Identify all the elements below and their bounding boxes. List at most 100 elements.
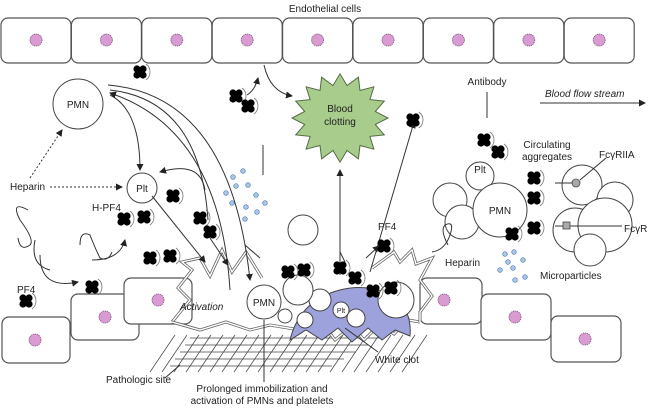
microparticle-icon (230, 174, 236, 180)
pf4-cluster-icon (477, 131, 495, 149)
heparin-left-label: Heparin (10, 182, 45, 193)
pf4-cluster-icon (527, 189, 545, 207)
blood-clotting-label-2: clotting (324, 117, 356, 128)
hatch-line (209, 334, 236, 373)
antibody-site-line (244, 244, 261, 259)
plt-aggregate-label: Plt (474, 165, 486, 176)
pmn-site-label: PMN (253, 298, 275, 309)
pathologic-site-pointer (164, 364, 181, 379)
nucleus-icon (522, 33, 536, 47)
hatch-line (245, 334, 272, 373)
circulating-aggregate (432, 161, 634, 267)
nucleus-icon (28, 333, 42, 347)
microparticle-icon (242, 216, 248, 222)
microparticle-icon (254, 209, 260, 215)
bottom-endothelial-cells (1, 277, 622, 364)
platelet-circle (277, 308, 293, 324)
nucleus-icon (451, 33, 465, 47)
circulating-label-2: aggregates (522, 152, 572, 163)
nucleus-icon (151, 293, 165, 307)
pf4-cluster-icon (117, 210, 135, 228)
hatch-line (221, 334, 248, 373)
hatch-line (293, 334, 320, 373)
pf4-cluster-icon (527, 219, 545, 237)
pmn-circle (52, 78, 104, 130)
microparticle-icon (233, 183, 239, 189)
aggregate-plt-arrow (159, 166, 206, 191)
hatch-line (353, 334, 380, 373)
heparin-squiggle-icon (79, 233, 113, 260)
pf4-cluster-icon (505, 225, 523, 243)
nucleus-icon (592, 33, 606, 47)
microparticle-icon (243, 204, 249, 210)
pmn-aggregate-line (109, 89, 209, 221)
hatch-line (161, 334, 188, 373)
pf4-cluster-icon (163, 247, 181, 265)
pf4-cluster-icon (406, 111, 424, 129)
platelet-circle (296, 311, 314, 329)
hatch-line (365, 334, 392, 373)
pf4-cluster-icon (527, 169, 545, 187)
pmn-aggregate-label: PMN (489, 206, 511, 217)
microparticles (223, 168, 528, 283)
to-clotting-arrow (263, 64, 293, 99)
endothelial-cells-label: Endothelial cells (289, 4, 361, 15)
pf4-cluster-icon (166, 187, 184, 205)
nucleus-icon (170, 33, 184, 47)
microparticles-label: Microparticles (540, 271, 602, 282)
pf4-up-arrow (246, 77, 260, 96)
antibody-site-line (339, 251, 346, 263)
microparticle-icon (510, 265, 516, 271)
fcgriia-label: FcγRIIA (599, 150, 635, 161)
platelet-circle (282, 274, 314, 306)
plt-clot-circle (332, 301, 350, 319)
pf4-cluster-icon (193, 209, 211, 227)
aggregate-activation-arrow (207, 234, 229, 266)
pf4-cluster-icon (297, 261, 315, 279)
white-clot-pointer (344, 327, 379, 353)
hatch-line (281, 334, 308, 373)
pf4-cluster-icon (143, 249, 161, 267)
top-endothelial-row (0, 17, 635, 64)
nucleus-icon (578, 332, 592, 346)
pf4-left-label: PF4 (17, 285, 36, 296)
nucleus-icon (29, 33, 43, 47)
pf4-mid-arrow (365, 245, 380, 259)
nucleus-icon (311, 33, 325, 47)
hatch-line (257, 334, 284, 373)
heparin-squiggles (15, 206, 453, 271)
pf4-cluster-icon (333, 259, 351, 277)
hatch-line (233, 334, 260, 373)
pf4-cell-arrow (39, 254, 79, 287)
pf4-cluster-icon (133, 63, 151, 81)
microparticle-icon (253, 192, 259, 198)
microparticle-icon (229, 200, 235, 206)
heparin-squiggle-icon (15, 206, 32, 248)
pf4-cluster-icon (366, 282, 384, 300)
white-clot-label: White clot (375, 355, 419, 366)
microparticle-icon (262, 200, 268, 206)
pathologic-site-hatching (149, 334, 428, 373)
blood-clotting-shape (290, 72, 390, 164)
pf4-cluster-icon (19, 292, 37, 310)
pf4-clusters (19, 63, 545, 310)
pf4-cluster-icon (348, 269, 366, 287)
microparticle-icon (522, 274, 528, 280)
plt-circle (126, 172, 158, 204)
microparticle-icon (502, 251, 508, 257)
blood-flow-label: Blood flow stream (545, 89, 624, 100)
fcgriia-receptor-icon (571, 178, 581, 188)
antibody-label: Antibody (468, 77, 507, 88)
fcgr-receptor-icon (562, 221, 571, 230)
fcgr-label: FcγR (624, 224, 647, 235)
heparin-to-pmn-arrow (29, 129, 63, 179)
hatch-line (317, 334, 344, 373)
pf4-cluster-icon (384, 279, 402, 297)
microparticle-icon (223, 190, 229, 196)
heparin-right-label: Heparin (445, 258, 480, 269)
plt-activation-arrow (151, 195, 206, 263)
activation-label: Activation (179, 302, 224, 313)
pf4-cluster-icon (241, 97, 259, 115)
